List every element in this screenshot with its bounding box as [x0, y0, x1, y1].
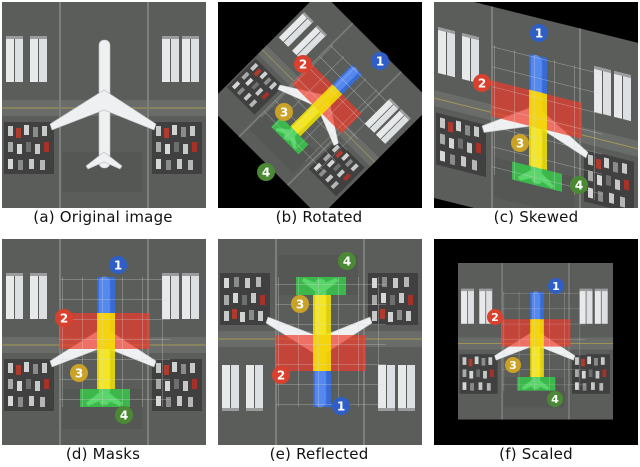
- panel-scaled: 1 2 3 4: [434, 239, 638, 445]
- svg-text:2: 2: [277, 369, 285, 383]
- svg-text:2: 2: [60, 312, 68, 326]
- svg-text:4: 4: [551, 393, 559, 406]
- svg-text:4: 4: [343, 255, 351, 269]
- marker-4: 4: [338, 252, 356, 270]
- marker-1: 1: [109, 256, 127, 274]
- svg-text:1: 1: [552, 280, 560, 293]
- panel-skewed: 1 2 3 4: [434, 2, 638, 208]
- svg-text:1: 1: [376, 55, 384, 69]
- marker-3: 3: [291, 295, 309, 313]
- svg-text:4: 4: [120, 409, 128, 423]
- svg-text:1: 1: [337, 400, 345, 414]
- caption-rotated: (b) Rotated: [275, 208, 363, 226]
- marker-4: 4: [570, 176, 588, 194]
- svg-text:3: 3: [75, 367, 83, 381]
- marker-4: 4: [115, 406, 133, 424]
- rotated-image: 1 2 3 4: [218, 2, 422, 208]
- marker-3: 3: [275, 103, 293, 121]
- marker-2: 2: [55, 309, 73, 327]
- marker-1: 1: [371, 52, 389, 70]
- svg-text:1: 1: [114, 259, 122, 273]
- svg-text:3: 3: [509, 359, 517, 372]
- marker-1: 1: [332, 397, 350, 415]
- marker-3: 3: [505, 357, 521, 373]
- marker-2: 2: [473, 74, 491, 92]
- masks-image: 1 2 3 4: [2, 239, 206, 445]
- panel-original: [2, 2, 206, 208]
- caption-scaled: (f) Scaled: [499, 445, 573, 463]
- svg-text:2: 2: [299, 58, 307, 72]
- svg-text:4: 4: [262, 166, 270, 180]
- svg-text:3: 3: [296, 298, 304, 312]
- marker-2: 2: [487, 309, 503, 325]
- marker-2: 2: [272, 366, 290, 384]
- original-aerial-image: [2, 2, 206, 208]
- marker-1: 1: [548, 278, 564, 294]
- marker-4: 4: [547, 391, 563, 407]
- svg-text:3: 3: [280, 106, 288, 120]
- panel-masks: 1 2 3 4: [2, 239, 206, 445]
- marker-1: 1: [530, 24, 548, 42]
- caption-reflected: (e) Reflected: [269, 445, 369, 463]
- caption-original: (a) Original image: [33, 208, 173, 226]
- caption-masks: (d) Masks: [65, 445, 141, 463]
- marker-2: 2: [294, 55, 312, 73]
- svg-text:2: 2: [478, 77, 486, 91]
- svg-text:2: 2: [491, 311, 499, 324]
- reflected-image: 4 3 2 1: [218, 239, 422, 445]
- panel-reflected: 4 3 2 1: [218, 239, 422, 445]
- scaled-image: 1 2 3 4: [434, 239, 638, 445]
- svg-text:1: 1: [535, 27, 543, 41]
- panel-rotated: 1 2 3 4: [218, 2, 422, 208]
- skewed-image: 1 2 3 4: [434, 2, 638, 208]
- marker-3: 3: [511, 134, 529, 152]
- caption-skewed: (c) Skewed: [493, 208, 579, 226]
- marker-3: 3: [70, 364, 88, 382]
- marker-4: 4: [257, 163, 275, 181]
- svg-text:3: 3: [516, 137, 524, 151]
- svg-text:4: 4: [575, 179, 583, 193]
